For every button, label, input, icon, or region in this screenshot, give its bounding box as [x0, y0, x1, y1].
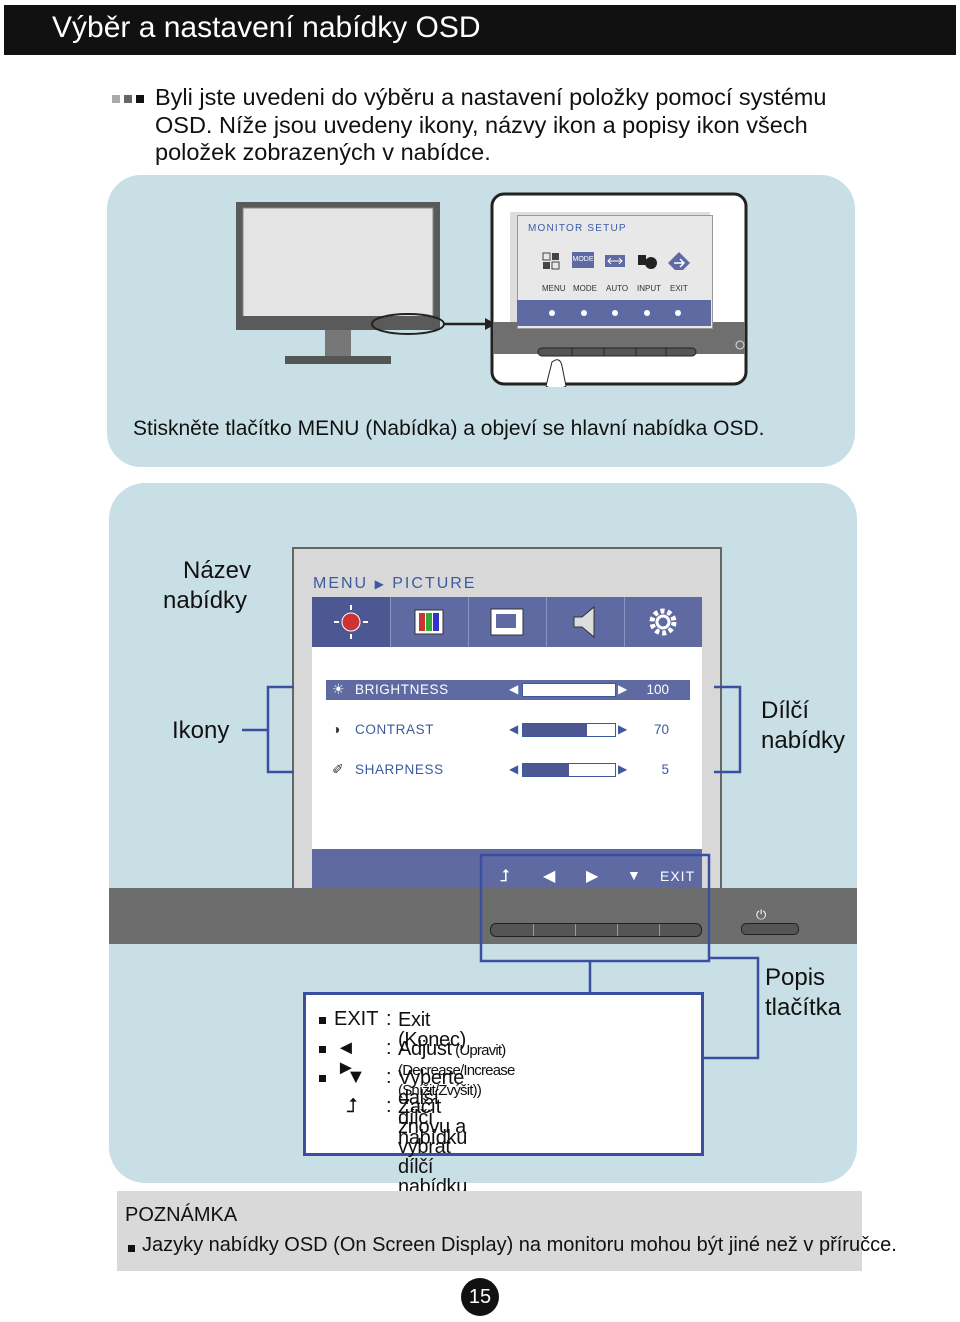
exit-icon	[668, 252, 690, 270]
level-bar-fill	[523, 724, 588, 736]
monitor-illustration	[236, 202, 496, 364]
osd-tab-bar	[312, 597, 702, 647]
menu-grid-icon	[542, 252, 560, 270]
legend-text: Začít znovu a vybrat dílčí nabídku	[398, 1097, 467, 1197]
increase-arrow-icon[interactable]: ▶	[618, 722, 628, 736]
level-bar-fill	[523, 684, 615, 696]
note-text: Jazyky nabídky OSD (On Screen Display) n…	[142, 1234, 897, 1256]
brightness-icon	[334, 605, 368, 639]
increase-arrow-icon[interactable]: ▶	[618, 762, 628, 776]
osd-main-title: MONITOR SETUP	[528, 223, 627, 234]
note-box	[117, 1191, 862, 1271]
button-desc-label-2: tlačítka	[765, 994, 842, 1021]
down-arrow-icon: ▼	[627, 867, 641, 883]
tab-color[interactable]	[390, 597, 469, 647]
legend-separator: :	[386, 1066, 392, 1088]
sharpness-icon: ✐	[332, 761, 344, 777]
osd-label-mode: MODE	[573, 284, 597, 293]
legend-symbol: ▼	[346, 1066, 366, 1088]
osd-label-menu: MENU	[542, 284, 566, 293]
menu-open-caption: Stiskněte tlačítko MENU (Nabídka) a obje…	[133, 417, 765, 440]
legend-symbol: ◄ ►	[336, 1037, 356, 1079]
legend-text-main: Vyberte další dílčí nabídku	[398, 1067, 468, 1149]
right-arrow-icon: ▶	[586, 868, 599, 885]
tab-position[interactable]	[468, 597, 547, 647]
level-bar[interactable]	[522, 683, 616, 697]
osd-label-auto: AUTO	[606, 284, 629, 293]
decrease-arrow-icon[interactable]: ◀	[509, 682, 519, 696]
menu-name-label-2: nabídky	[163, 587, 248, 614]
tab-setup[interactable]	[624, 597, 702, 647]
color-bars-icon	[414, 609, 444, 635]
gear-icon	[649, 608, 677, 636]
button-desc-label-1: Popis	[765, 964, 826, 991]
legend-text-main: Exit (Konec)	[398, 1009, 466, 1051]
breadcrumb-menu: MENU	[313, 575, 369, 592]
input-icon	[638, 255, 657, 269]
tab-picture[interactable]	[312, 597, 391, 647]
osd-dot-row	[517, 300, 711, 326]
legend-separator: :	[386, 1008, 392, 1030]
tab-sound[interactable]	[546, 597, 625, 647]
chevron-right-icon: ▶	[374, 577, 386, 591]
osd-breadcrumb: MENU ▶ PICTURE	[313, 575, 476, 593]
increase-arrow-icon[interactable]: ▶	[618, 682, 628, 696]
button-legend-box	[303, 992, 704, 1156]
legend-text-detail: (Upravit) (Decrease/Increase (Snížit/Zvý…	[398, 1042, 515, 1099]
legend-separator: :	[386, 1095, 392, 1117]
level-bar[interactable]	[522, 763, 616, 777]
monitor-bezel	[109, 888, 857, 944]
note-title: POZNÁMKA	[125, 1204, 238, 1226]
mode-icon: MODE	[572, 252, 594, 268]
front-button-strip[interactable]	[490, 923, 702, 937]
osd-exit-label: EXIT	[660, 868, 696, 884]
level-bar-fill	[523, 764, 569, 776]
legend-symbol: ⮥	[346, 1095, 358, 1117]
speaker-icon	[573, 605, 595, 639]
note-bullet-icon	[128, 1245, 135, 1252]
header-bar	[4, 5, 956, 55]
legend-bullet-icon	[319, 1046, 326, 1053]
row-label[interactable]: SHARPNESS	[355, 762, 444, 777]
return-icon: ⮥	[500, 866, 511, 885]
row-value: 5	[661, 762, 669, 777]
legend-bullet-icon	[319, 1075, 326, 1082]
sun-icon: ☀	[332, 681, 345, 697]
screen-position-icon	[490, 608, 524, 636]
row-label[interactable]: CONTRAST	[355, 722, 435, 737]
power-button[interactable]	[741, 923, 799, 935]
osd-label-input: INPUT	[637, 284, 661, 293]
legend-text-main: Adjust	[398, 1038, 452, 1060]
icons-label: Ikony	[172, 717, 230, 744]
power-icon: ⏻	[756, 907, 767, 922]
osd-label-exit: EXIT	[670, 284, 688, 293]
page-number: 15	[461, 1278, 499, 1316]
legend-text: Vyberte další dílčí nabídku	[398, 1068, 467, 1148]
left-arrow-icon: ◀	[543, 868, 556, 885]
row-value: 100	[646, 682, 669, 697]
contrast-icon: ◑	[332, 721, 341, 737]
submenus-label-2: nabídky	[761, 727, 846, 754]
breadcrumb-page: PICTURE	[392, 575, 477, 592]
row-value: 70	[653, 722, 669, 737]
decrease-arrow-icon[interactable]: ◀	[509, 722, 519, 736]
legend-bullet-icon	[319, 1017, 326, 1024]
legend-text: Exit (Konec)	[398, 1010, 466, 1050]
legend-symbol: EXIT	[334, 1008, 379, 1030]
level-bar[interactable]	[522, 723, 616, 737]
menu-name-label-1: Název	[183, 557, 252, 584]
auto-icon	[605, 255, 625, 267]
submenus-label-1: Dílčí	[761, 697, 809, 724]
row-label[interactable]: BRIGHTNESS	[355, 682, 449, 697]
legend-text-main: Začít znovu a vybrat dílčí nabídku	[398, 1096, 468, 1198]
legend-separator: :	[386, 1037, 392, 1059]
legend-text: Adjust (Upravit) (Decrease/Increase (Sní…	[398, 1038, 515, 1099]
page-title: Výběr a nastavení nabídky OSD	[52, 11, 481, 44]
decrease-arrow-icon[interactable]: ◀	[509, 762, 519, 776]
intro-paragraph: Byli jste uvedeni do výběru a nastavení …	[155, 84, 827, 165]
